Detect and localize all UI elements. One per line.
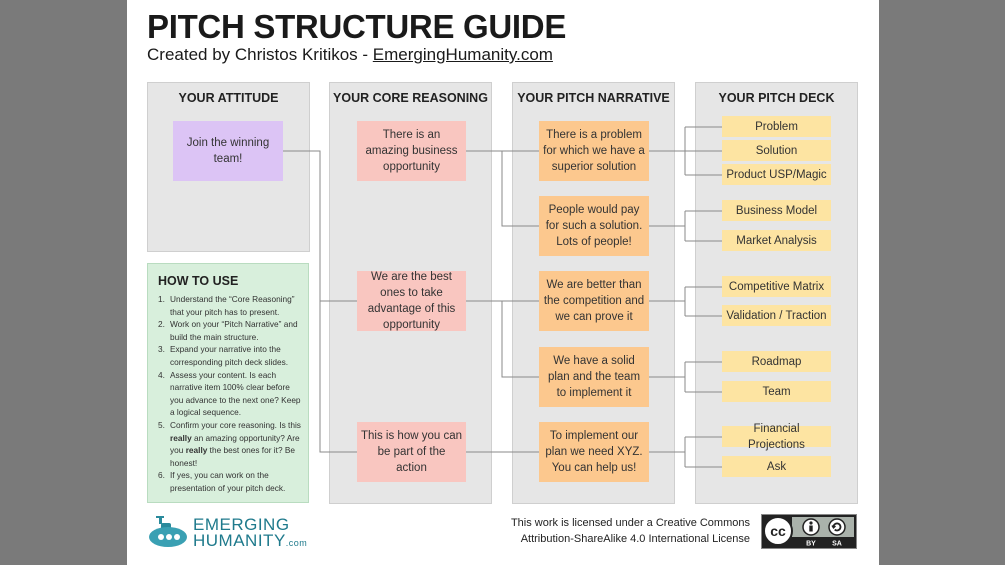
deck-item-problem: Problem	[722, 116, 831, 137]
how-to-use-panel: HOW TO USE 1. Understand the “Core Reason…	[147, 263, 309, 503]
core-reasoning-2: We are the best ones to take advantage o…	[357, 271, 466, 331]
cc-symbol-text: cc	[770, 523, 786, 539]
attitude-box: Join the winning team!	[173, 121, 283, 181]
how-to-step: 1. Understand the “Core Reasoning” that y…	[158, 293, 304, 318]
how-to-use-steps: 1. Understand the “Core Reasoning” that y…	[158, 293, 304, 495]
page-subtitle: Created by Christos Kritikos - EmergingH…	[147, 45, 553, 65]
logo-text-humanity-word: HUMANITY	[193, 531, 286, 550]
column-heading: YOUR CORE REASONING	[333, 91, 488, 105]
how-to-use-title: HOW TO USE	[158, 274, 239, 288]
step-text: the best ones for it? Be honest!	[170, 445, 296, 468]
narrative-5: To implement our plan we need XYZ. You c…	[539, 422, 649, 482]
step-text: Assess your content. Is each narrative i…	[170, 369, 301, 418]
step-number: 6.	[158, 470, 165, 481]
cc-by-sa-badge[interactable]: cc BY SA	[761, 514, 857, 549]
deck-item-solution: Solution	[722, 140, 831, 161]
deck-item-team: Team	[722, 381, 831, 402]
step-number: 3.	[158, 344, 165, 355]
core-reasoning-1: There is an amazing business opportunity	[357, 121, 466, 181]
logo-text-humanity: HUMANITY.com	[193, 531, 307, 551]
step-number: 4.	[158, 369, 165, 380]
license-text: This work is licensed under a Creative C…	[511, 515, 750, 547]
deck-item-competitive-matrix: Competitive Matrix	[722, 276, 831, 297]
how-to-step: 4. Assess your content. Is each narrative…	[158, 369, 304, 419]
deck-item-product-usp: Product USP/Magic	[722, 164, 831, 185]
deck-item-financial-projections: Financial Projections	[722, 423, 831, 451]
step-emphasis: really	[185, 445, 208, 456]
deck-item-roadmap: Roadmap	[722, 351, 831, 372]
by-label: BY	[806, 541, 816, 548]
step-text: Confirm your core reasoning. Is this	[170, 419, 301, 430]
website-link[interactable]: EmergingHumanity.com	[372, 45, 553, 64]
license-line-2: Attribution-ShareAlike 4.0 International…	[520, 533, 750, 545]
step-text: Expand your narrative into the correspon…	[170, 344, 289, 367]
core-reasoning-3: This is how you can be part of the actio…	[357, 422, 466, 482]
step-number: 5.	[158, 419, 165, 430]
column-heading: YOUR ATTITUDE	[178, 91, 279, 105]
license-line-1: This work is licensed under a Creative C…	[510, 517, 750, 529]
column-heading: YOUR PITCH NARRATIVE	[517, 91, 670, 105]
step-number: 2.	[158, 319, 165, 330]
step-text: If yes, you can work on the presentation…	[170, 470, 286, 493]
how-to-step: 6. If yes, you can work on the presentati…	[158, 469, 304, 494]
column-heading: YOUR PITCH DECK	[718, 91, 835, 105]
step-text: an amazing opportunity? Are you	[170, 432, 300, 456]
deck-item-validation-traction: Validation / Traction	[722, 305, 831, 326]
cc-license-icon: cc BY SA	[762, 515, 856, 548]
submarine-logo-icon	[149, 516, 187, 547]
step-text: Work on your “Pitch Narrative” and build…	[170, 319, 298, 342]
narrative-2: People would pay for such a solution. Lo…	[539, 196, 649, 256]
deck-item-market-analysis: Market Analysis	[722, 230, 831, 251]
step-text: Understand the “Core Reasoning” that you…	[170, 294, 295, 317]
deck-item-business-model: Business Model	[722, 200, 831, 221]
author-credit: Created by Christos Kritikos -	[147, 45, 373, 64]
step-number: 1.	[158, 294, 165, 304]
narrative-1: There is a problem for which we have a s…	[539, 121, 649, 181]
narrative-4: We have a solid plan and the team to imp…	[539, 347, 649, 407]
how-to-step: 2. Work on your “Pitch Narrative” and bui…	[158, 318, 304, 343]
how-to-step: 5. Confirm your core reasoning. Is this r…	[158, 419, 304, 469]
step-emphasis: really	[170, 432, 192, 443]
guide-sheet: PITCH STRUCTURE GUIDE Created by Christo…	[127, 0, 879, 565]
how-to-step: 3. Expand your narrative into the corresp…	[158, 343, 304, 368]
deck-item-ask: Ask	[722, 456, 831, 477]
narrative-3: We are better than the competition and w…	[539, 271, 649, 331]
logo-text-com: .com	[285, 538, 308, 548]
connector-lines	[283, 126, 722, 468]
page-title: PITCH STRUCTURE GUIDE	[147, 8, 567, 45]
sa-label: SA	[832, 541, 842, 548]
logo-text-emerging: EMERGING	[193, 515, 290, 534]
